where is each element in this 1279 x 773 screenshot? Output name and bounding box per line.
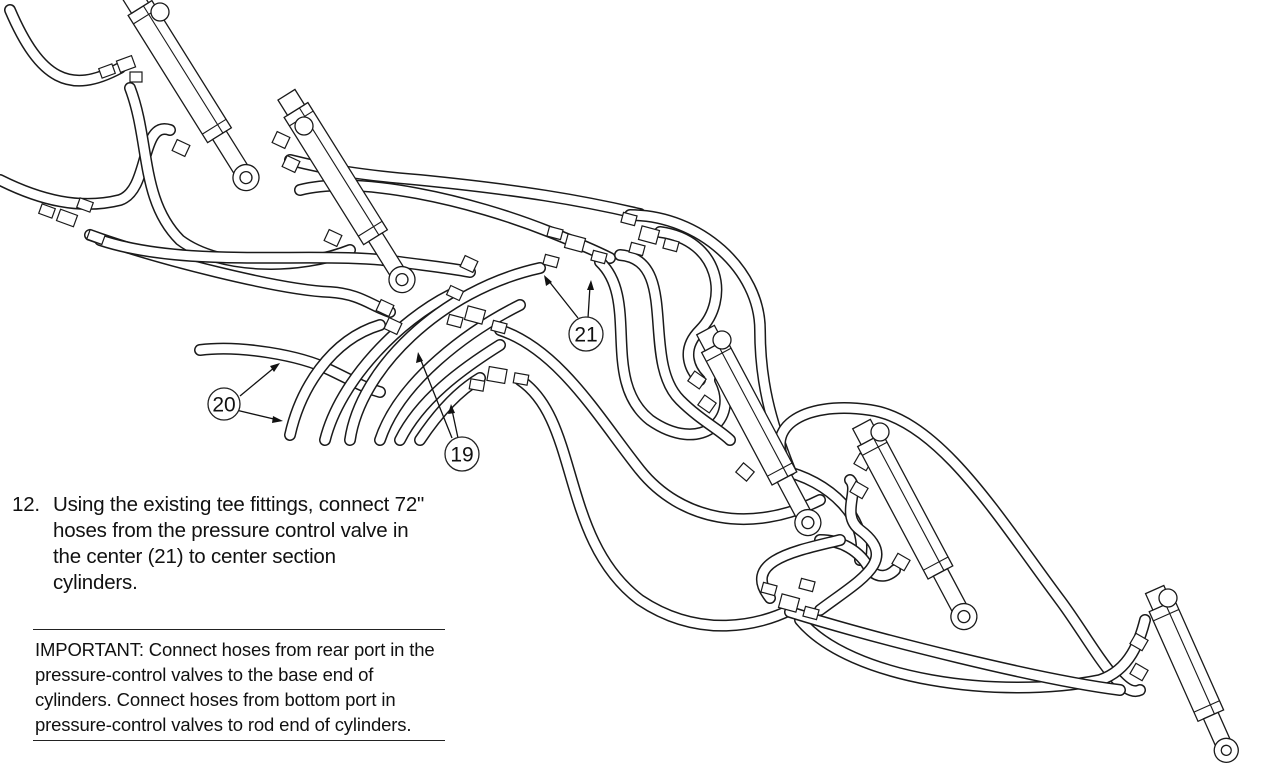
callout-19: 19	[416, 352, 480, 472]
callout-21-label: 21	[574, 324, 597, 347]
callout-20-label: 20	[212, 394, 235, 417]
tee-fitting	[468, 365, 530, 392]
step-number: 12.	[12, 493, 40, 516]
callout-21: 21	[544, 275, 604, 352]
important-note: IMPORTANT: Connect hoses from rear port …	[33, 629, 445, 741]
tee-fitting	[37, 197, 106, 246]
cylinder-5	[1144, 584, 1239, 763]
cylinder-3	[695, 324, 822, 537]
cylinder-2	[277, 88, 416, 294]
callout-19-label: 19	[450, 444, 473, 467]
tee-fitting	[97, 54, 143, 83]
tee-fitting	[620, 211, 680, 257]
tee-fitting	[446, 305, 508, 335]
important-note-text: IMPORTANT: Connect hoses from rear port …	[35, 639, 435, 735]
tee-fitting	[760, 577, 820, 621]
cylinder-1	[121, 0, 260, 192]
fittings	[37, 54, 1149, 682]
step-text: Using the existing tee fittings, connect…	[53, 493, 425, 594]
callout-20: 20	[207, 363, 283, 423]
tee-fitting	[542, 225, 608, 269]
cylinder-4	[851, 418, 978, 631]
